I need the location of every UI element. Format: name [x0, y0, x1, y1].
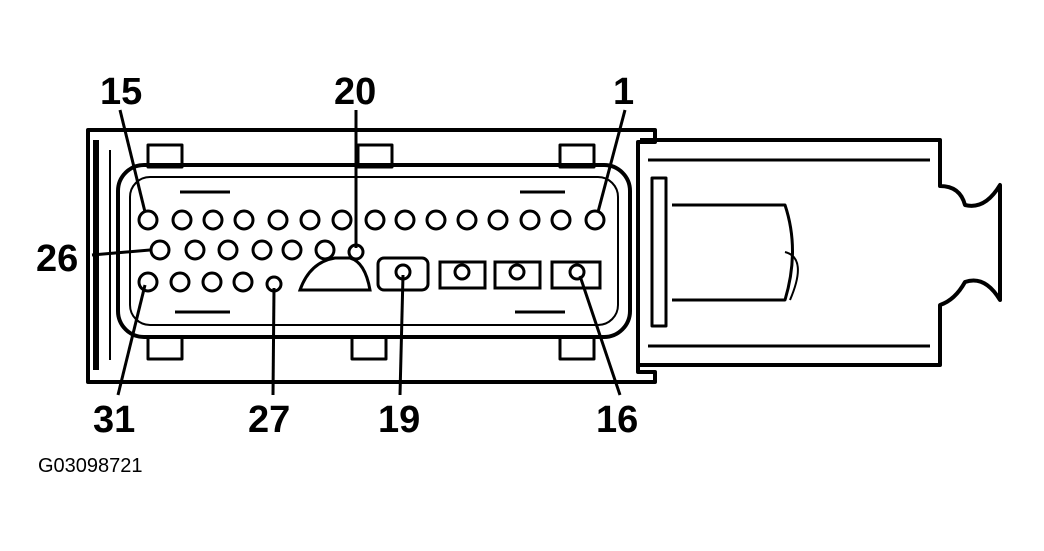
pin-label-27: 27 [248, 399, 290, 441]
leader-lines [91, 109, 627, 396]
pin-row-1 [137, 209, 606, 231]
pin-label-15: 15 [100, 71, 142, 113]
connector-tail [640, 138, 1002, 367]
pin-label-1: 1 [613, 71, 634, 113]
leader-26 [91, 248, 151, 257]
leader-19 [398, 274, 405, 396]
figure-id: G03098721 [38, 455, 143, 477]
pin-label-16: 16 [596, 399, 638, 441]
leader-31 [116, 284, 147, 396]
leader-27 [271, 287, 276, 396]
pin-row-3 [137, 271, 283, 293]
connector-body [86, 128, 657, 384]
pin-label-31: 31 [93, 399, 135, 441]
leader-15 [118, 109, 147, 213]
pin-label-26: 26 [36, 238, 78, 280]
leader-16 [578, 275, 622, 396]
pin-label-20: 20 [334, 71, 376, 113]
leader-1 [596, 109, 627, 213]
pin-row-2 [149, 239, 365, 261]
pin-label-19: 19 [378, 399, 420, 441]
power-terminals [297, 256, 602, 292]
